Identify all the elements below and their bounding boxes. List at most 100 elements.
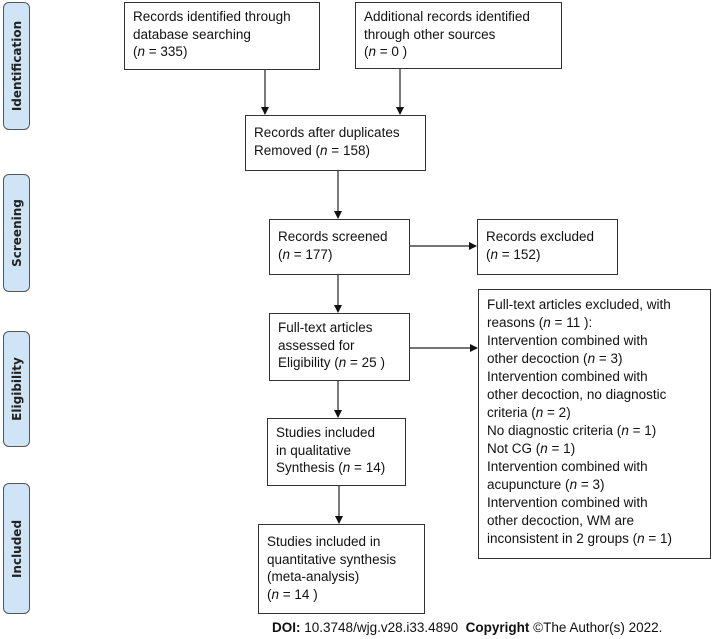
box-line: reasons (n = 11 ):	[487, 315, 593, 330]
count-value: 0	[391, 44, 399, 59]
box-line: Full-text articles	[278, 320, 373, 335]
box-line: Intervention combined with	[487, 369, 648, 384]
box-line: other decoction (n = 3)	[487, 351, 623, 366]
n-symbol: n	[137, 44, 146, 59]
count-value: 25	[361, 355, 377, 370]
line-prefix: Not CG (	[487, 441, 541, 456]
box-line: (n = 14 )	[267, 586, 318, 602]
line-prefix: Synthesis (	[276, 460, 343, 475]
n-symbol: n	[271, 586, 280, 602]
n-symbol: n	[342, 460, 351, 475]
line-prefix: criteria (	[487, 405, 536, 420]
line-prefix: other decoction (	[487, 351, 588, 366]
box-line: Removed (n = 158)	[254, 142, 370, 158]
count-value: 3	[592, 477, 600, 492]
line-suffix: )	[535, 246, 541, 262]
box-line: (n = 0 )	[364, 44, 408, 59]
line-suffix: )	[182, 44, 188, 59]
box-line: Intervention combined with	[487, 495, 648, 510]
count-value: 3	[610, 351, 618, 366]
box-other-sources: Additional records identified through oth…	[355, 2, 562, 69]
box-line: quantitative synthesis	[267, 551, 397, 567]
count-value: 1	[644, 423, 652, 438]
count-value: 177	[305, 246, 328, 262]
count-value: 14	[294, 586, 310, 602]
box-fulltext-excluded: Full-text articles excluded, with reasons…	[478, 289, 711, 559]
line-prefix: (	[278, 246, 283, 262]
line-prefix: (	[486, 246, 491, 262]
n-symbol: n	[338, 355, 347, 370]
phase-included: Included	[3, 483, 30, 614]
n-symbol: n	[320, 142, 328, 158]
box-line: Synthesis (n = 14)	[276, 460, 386, 475]
box-line: Records after duplicates	[254, 125, 400, 140]
box-line: Intervention combined with	[487, 333, 648, 348]
box-quantitative-synthesis: Studies included in quantitative synthesi…	[258, 524, 425, 614]
line-suffix: )	[599, 477, 605, 492]
line-prefix: Eligibility (	[278, 355, 339, 370]
n-symbol: n	[282, 246, 291, 262]
line-prefix: (	[364, 44, 369, 59]
copyright-value: ©The Author(s) 2022.	[533, 620, 663, 635]
line-suffix: )	[651, 423, 657, 438]
n-symbol: n	[540, 441, 548, 456]
box-line: assessed for	[278, 337, 355, 353]
n-symbol: n	[535, 405, 544, 420]
line-suffix: )	[309, 586, 318, 602]
n-symbol: n	[637, 531, 645, 546]
box-line: No diagnostic criteria (n = 1)	[487, 423, 657, 438]
box-line: (meta-analysis)	[267, 569, 360, 584]
line-prefix: Removed (	[254, 142, 321, 158]
box-line: Records identified through	[133, 9, 291, 24]
line-suffix: )	[376, 355, 385, 370]
line-prefix: reasons (	[487, 315, 544, 330]
n-symbol: n	[621, 423, 629, 438]
box-line: other decoction, no diagnostic	[487, 387, 667, 402]
box-line: database searching	[133, 26, 251, 42]
box-line: other decoction, WM are	[487, 513, 635, 528]
n-symbol: n	[368, 44, 377, 59]
box-database-search: Records identified through database searc…	[124, 2, 320, 70]
box-records-excluded: Records excluded (n = 152)	[477, 219, 618, 275]
line-suffix: )	[617, 351, 623, 366]
box-line: through other sources	[364, 26, 496, 42]
count-value: 1	[563, 441, 571, 456]
box-line: Additional records identified	[364, 9, 530, 24]
box-line: (n = 152)	[486, 246, 541, 262]
line-suffix: ):	[580, 315, 593, 330]
box-line: (n = 335)	[133, 44, 188, 59]
copyright-label: Copyright	[465, 620, 530, 635]
doi-label: DOI:	[272, 620, 301, 635]
count-value: 11	[566, 315, 581, 330]
line-prefix: acupuncture (	[487, 477, 570, 492]
count-value: 152	[513, 246, 536, 262]
box-line: Records excluded	[486, 229, 595, 244]
count-value: 335	[160, 44, 183, 59]
line-suffix: )	[365, 142, 370, 158]
box-line: Not CG (n = 1)	[487, 441, 576, 456]
n-symbol: n	[587, 351, 596, 366]
line-suffix: )	[566, 405, 571, 420]
box-line: Studies included	[276, 425, 376, 440]
line-suffix: )	[398, 44, 408, 59]
box-line: (n = 177)	[278, 246, 333, 262]
count-value: 2	[558, 405, 567, 420]
n-symbol: n	[490, 246, 499, 262]
box-line: inconsistent in 2 groups (n = 1)	[487, 531, 673, 546]
box-line: Full-text articles excluded, with	[487, 297, 671, 312]
box-line: acupuncture (n = 3)	[487, 477, 605, 492]
box-line: Records screened	[278, 229, 388, 244]
line-suffix: )	[327, 246, 333, 262]
box-line: Studies included in	[267, 534, 381, 549]
box-line: criteria (n = 2)	[487, 405, 571, 420]
phase-identification: Identification	[3, 2, 30, 130]
doi-value: 10.3748/wjg.v28.i33.4890	[304, 620, 459, 635]
count-value: 158	[342, 142, 366, 158]
box-line: Eligibility (n = 25 )	[278, 355, 385, 370]
n-symbol: n	[569, 477, 578, 492]
